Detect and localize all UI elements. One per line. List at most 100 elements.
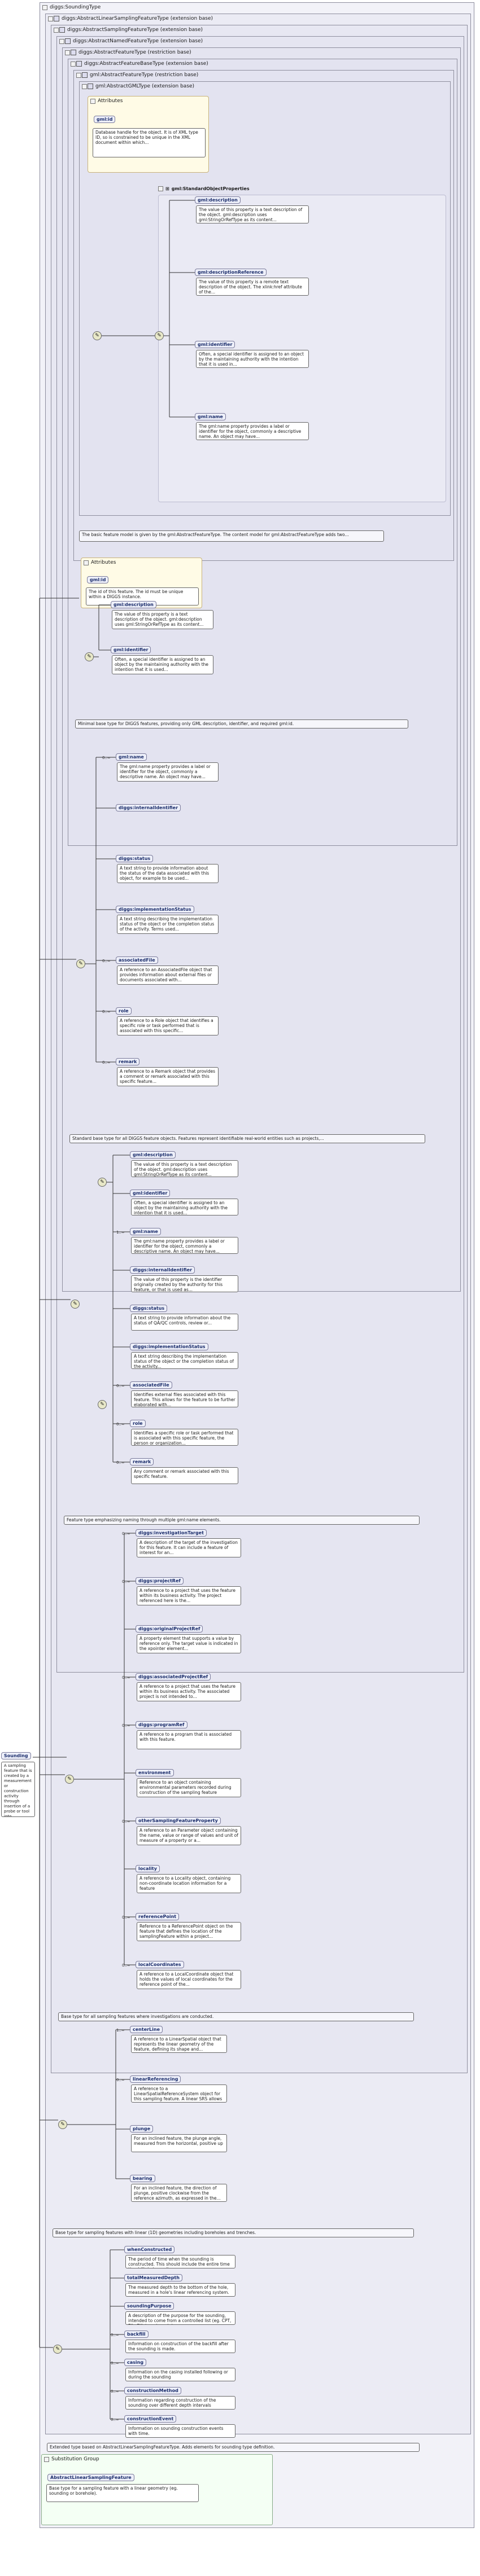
element-diggs-internalidentifier[interactable]: diggs:internalIdentifier	[130, 1266, 195, 1274]
element-description: For an inclined feature, the plunge angl…	[131, 2134, 227, 2152]
element-description: The value of this property is a text des…	[131, 1160, 238, 1177]
gml-id-attribute[interactable]: gml:id	[94, 116, 116, 123]
cardinality-label: 0..∞	[122, 1579, 130, 1584]
element-gml-description[interactable]: gml:description	[111, 601, 156, 608]
standard-object-properties-group[interactable]: ⊞ gml:StandardObjectProperties	[158, 186, 250, 191]
element-gml-identifier[interactable]: gml:identifier	[111, 646, 151, 653]
element-diggs-projectref[interactable]: diggs:projectRef	[136, 1577, 184, 1585]
substitution-element[interactable]: AbstractLinearSamplingFeature	[47, 2474, 134, 2481]
note-extended: Extended type based on AbstractLinearSam…	[47, 2443, 420, 2452]
sequence-icon: ✎	[98, 1400, 107, 1409]
type-title: diggs:AbstractNamedFeatureType (extensio…	[73, 38, 203, 44]
element-plunge[interactable]: plunge	[130, 2125, 154, 2132]
sequence-icon: ✎	[71, 1300, 80, 1309]
type-title: gml:AbstractFeatureType (restriction bas…	[90, 72, 199, 78]
element-description: The gml:name property provides a label o…	[196, 422, 309, 440]
element-role[interactable]: role	[130, 1420, 146, 1427]
gml-id-attribute[interactable]: gml:id	[87, 576, 109, 583]
element-othersamplingfeatureproperty[interactable]: otherSamplingFeatureProperty	[136, 1817, 221, 1824]
element-locality[interactable]: locality	[136, 1865, 160, 1872]
sequence-icon: ✎	[76, 959, 85, 968]
element-gml-identifier[interactable]: gml:identifier	[130, 1190, 171, 1197]
element-soundingpurpose[interactable]: soundingPurpose	[124, 2302, 174, 2310]
cardinality-label: 0..∞	[122, 1531, 130, 1536]
element-gml-description[interactable]: gml:description	[195, 196, 241, 204]
element-description: Any comment or remark associated with th…	[131, 1467, 238, 1484]
note-feature-base: The basic feature model is given by the …	[79, 530, 384, 542]
element-totalmeasureddepth[interactable]: totalMeasuredDepth	[124, 2274, 182, 2281]
collapse-icon[interactable]	[65, 50, 70, 55]
collapse-icon[interactable]	[76, 72, 81, 78]
collapse-icon[interactable]	[54, 27, 59, 33]
element-gml-description[interactable]: gml:description	[130, 1151, 176, 1158]
element-description: A reference to a LocalCoordinate object …	[137, 1970, 241, 1989]
collapse-icon[interactable]	[48, 16, 53, 21]
substitution-group-box: Substitution Group AbstractLinearSamplin…	[41, 2454, 273, 2525]
element-diggs-programref[interactable]: diggs:programRef	[136, 1721, 187, 1728]
element-linearreferencing[interactable]: linearReferencing	[130, 2075, 181, 2083]
collapse-icon[interactable]	[84, 560, 89, 565]
element-whenconstructed[interactable]: whenConstructed	[124, 2246, 175, 2253]
element-diggs-implementationstatus[interactable]: diggs:implementationStatus	[130, 1343, 208, 1350]
element-gml-identifier[interactable]: gml:identifier	[195, 341, 235, 348]
collapse-icon[interactable]	[59, 38, 64, 44]
element-casing[interactable]: casing	[124, 2359, 147, 2366]
substitution-title: Substitution Group	[51, 2456, 99, 2462]
element-associatedfile[interactable]: associatedFile	[130, 1381, 172, 1389]
collapse-icon[interactable]	[158, 186, 163, 191]
sequence-icon: ✎	[58, 2120, 67, 2129]
element-description: A reference to a program that is associa…	[137, 1730, 241, 1749]
element-diggs-status[interactable]: diggs:status	[116, 855, 154, 862]
collapse-icon[interactable]	[82, 84, 87, 89]
element-constructionevent[interactable]: constructionEvent	[124, 2415, 177, 2423]
cardinality-label: 0..∞	[111, 2333, 119, 2337]
element-diggs-originalprojectref[interactable]: diggs:originalProjectRef	[136, 1625, 203, 1633]
type-box-linear-sampling: diggs:AbstractLinearSamplingFeatureType …	[45, 14, 471, 2434]
element-description: A text string describing the implementat…	[131, 1352, 238, 1369]
element-gml-name[interactable]: gml:name	[195, 413, 226, 420]
element-description: Information regarding construction of th…	[125, 2396, 235, 2410]
element-description: Reference to a ReferencePoint object on …	[137, 1922, 241, 1941]
element-diggs-internalidentifier[interactable]: diggs:internalIdentifier	[116, 804, 181, 811]
element-constructionmethod[interactable]: constructionMethod	[124, 2387, 181, 2394]
element-backfill[interactable]: backfill	[124, 2331, 149, 2338]
root-element[interactable]: Sounding	[1, 1752, 31, 1759]
type-box-feature-base: diggs:AbstractFeatureBaseType (extension…	[68, 59, 457, 846]
attributes-title: Attributes	[98, 98, 123, 104]
collapse-icon[interactable]	[42, 5, 47, 10]
element-remark[interactable]: remark	[130, 1458, 154, 1465]
element-description: Often, a special identifier is assigned …	[112, 655, 213, 674]
element-associatedfile[interactable]: associatedFile	[116, 956, 158, 964]
type-title: diggs:AbstractFeatureType (restriction b…	[78, 50, 191, 55]
element-diggs-investigationtarget[interactable]: diggs:investigationTarget	[136, 1529, 207, 1537]
element-description: The value of this property is a remote t…	[196, 278, 309, 296]
element-remark[interactable]: remark	[116, 1058, 140, 1065]
collapse-icon[interactable]	[90, 98, 95, 104]
type-title: gml:AbstractGMLType (extension base)	[95, 84, 195, 89]
element-role[interactable]: role	[116, 1007, 132, 1015]
type-title: diggs:AbstractLinearSamplingFeatureType …	[62, 16, 213, 21]
element-description: The measured depth to the bottom of the …	[125, 2283, 235, 2297]
element-description: A reference to a project that uses the f…	[137, 1682, 241, 1701]
collapse-icon[interactable]	[44, 2456, 49, 2462]
element-gml-descriptionreference[interactable]: gml:descriptionReference	[195, 269, 267, 276]
element-diggs-implementationstatus[interactable]: diggs:implementationStatus	[116, 906, 194, 913]
group-icon: ⊞	[165, 186, 169, 191]
collapse-icon[interactable]	[71, 61, 76, 67]
element-centerline[interactable]: centerLine	[130, 2026, 163, 2033]
element-description: A reference to an Parameter object conta…	[137, 1826, 241, 1845]
element-gml-name[interactable]: gml:name	[116, 753, 147, 761]
element-referencepoint[interactable]: referencePoint	[136, 1913, 180, 1920]
element-bearing[interactable]: bearing	[130, 2175, 155, 2182]
element-environment[interactable]: environment	[136, 1769, 174, 1776]
element-gml-name[interactable]: gml:name	[130, 1228, 161, 1235]
element-description: A text string to provide information abo…	[117, 864, 219, 883]
element-description: A reference to a LinearSpatialReferenceS…	[131, 2085, 227, 2103]
type-title: diggs:AbstractFeatureBaseType (extension…	[84, 61, 208, 67]
cardinality-label: 0..∞	[116, 1422, 125, 1427]
element-diggs-status[interactable]: diggs:status	[130, 1305, 168, 1312]
element-localcoordinates[interactable]: localCoordinates	[136, 1961, 184, 1968]
element-description: The gml:name property provides a label o…	[131, 1237, 238, 1254]
element-diggs-associatedprojectref[interactable]: diggs:associatedProjectRef	[136, 1673, 211, 1680]
element-description: Information on sounding construction eve…	[125, 2424, 235, 2438]
